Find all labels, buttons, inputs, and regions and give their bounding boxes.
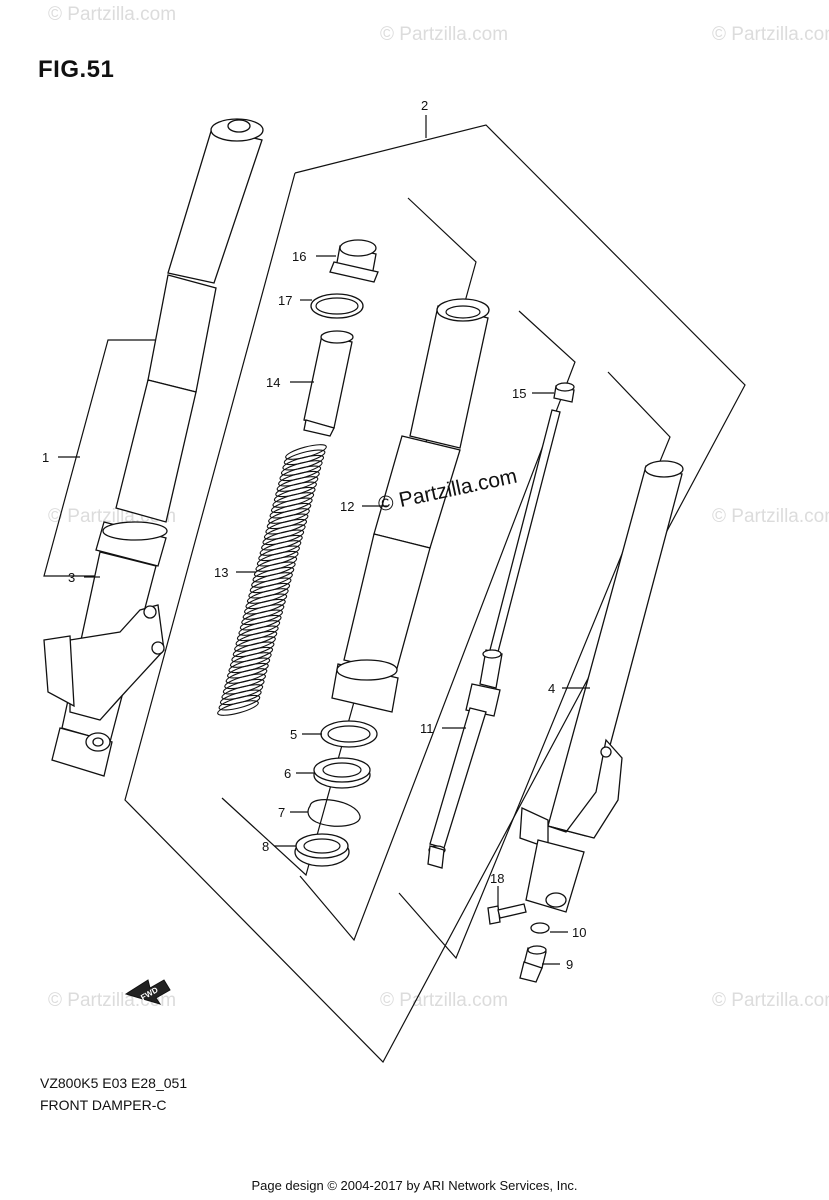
callout-9: 9 [566,957,573,972]
callout-11: 11 [420,721,434,736]
oil-seal-retainer [320,720,378,748]
oil-seal-inner [322,762,362,778]
seal-inner [327,725,371,743]
front-fork-assembly-left [43,118,264,777]
watermark: © Partzilla.com [712,506,829,527]
watermark: © Partzilla.com [712,24,829,45]
callout-2: 2 [421,98,428,113]
inner-tube [331,298,490,713]
callout-bracket-left [43,339,155,577]
callout-4: 4 [548,681,555,696]
fwd-arrow-icon: FWD [124,979,171,1005]
watermark: © Partzilla.com [48,4,177,25]
fork-spring [217,444,327,716]
circlip [307,799,361,827]
figure-title: FIG.51 [38,56,115,83]
watermark: © Partzilla.com [380,990,509,1011]
damper-rod [427,409,561,869]
callout-14: 14 [266,375,280,390]
assembly-outline [124,124,746,1064]
callout-16: 16 [292,249,306,264]
spring-coil [218,694,261,711]
air-valve [519,945,547,983]
callout-18: 18 [490,871,504,886]
spring-coil [217,700,259,716]
figure-caption: FRONT DAMPER-C [40,1097,167,1113]
model-code: VZ800K5 E03 E28_051 [40,1075,188,1091]
callout-7: 7 [278,805,285,820]
group-frame-damper-rod [398,371,671,960]
dust-seal-inner [303,838,341,854]
callout-15: 15 [512,386,526,401]
page-footer: Page design © 2004-2017 by ARI Network S… [251,1178,578,1193]
callout-leaders [58,115,590,965]
o-ring-inner [315,297,359,315]
group-frame-inner-tube [299,310,576,942]
callout-3: 3 [68,570,75,585]
callout-12: 12 [340,499,354,514]
callout-10: 10 [572,925,586,940]
drain-bolt [487,903,527,925]
callout-8: 8 [262,839,269,854]
watermark: © Partzilla.com [712,990,829,1011]
outer-tube-right [519,460,684,913]
callout-13: 13 [214,565,228,580]
fork-cap-bolt [329,239,379,283]
callout-6: 6 [284,766,291,781]
callout-1: 1 [42,450,49,465]
watermark: © Partzilla.com [380,24,509,45]
callout-17: 17 [278,293,292,308]
spacer-tube [303,330,354,437]
callout-5: 5 [290,727,297,742]
gasket-washer [530,922,550,934]
lock-nut [553,382,575,403]
